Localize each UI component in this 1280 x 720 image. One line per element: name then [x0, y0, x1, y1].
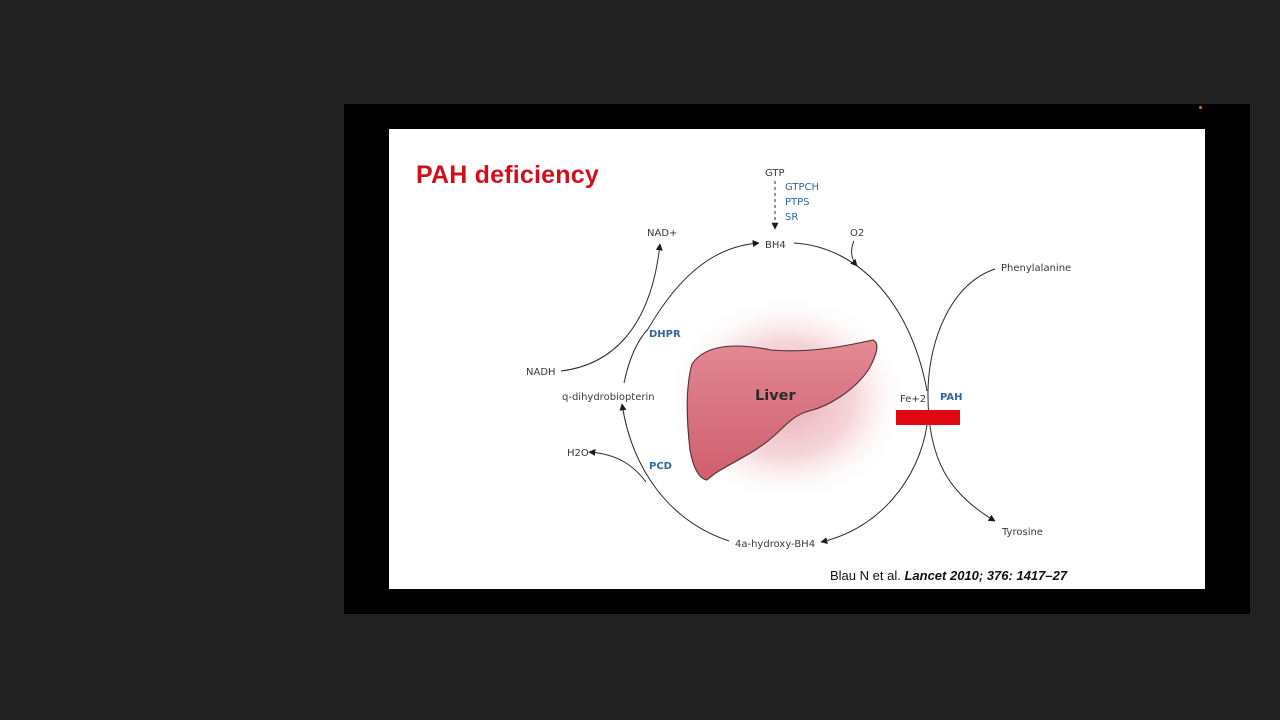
enzyme-dhpr: DHPR [649, 329, 681, 340]
label-nadh: NADH [526, 367, 556, 378]
liver-shape [686, 339, 878, 481]
arc-bh4-to-pah [793, 242, 928, 392]
label-4a-hydroxy-bh4: 4a-hydroxy-BH4 [735, 539, 815, 550]
arc-to-bh4 [647, 239, 760, 330]
label-o2: O2 [850, 228, 864, 239]
enzyme-pah: PAH [940, 392, 963, 403]
citation-reference: Lancet 2010; 376: 1417–27 [904, 568, 1068, 583]
arc-pah-to-hydroxy-bh4 [820, 424, 928, 545]
label-q-dihydrobiopterin: q-dihydrobiopterin [562, 392, 655, 403]
enzyme-pcd: PCD [649, 461, 672, 472]
enzyme-gtpch: GTPCH [785, 182, 819, 193]
enzyme-sr: SR [785, 212, 798, 223]
bh4-cycle-diagram: GTP BH4 NAD+ NADH O2 Phenylalanine Tyros… [526, 168, 1071, 550]
arc-q-dihydro-up [623, 328, 649, 384]
citation-authors: Blau N et al. [830, 568, 901, 583]
citation: Blau N et al. Lancet 2010; 376: 1417–27 [830, 568, 1067, 583]
label-gtp: GTP [765, 168, 785, 179]
label-h2o: H2O [567, 448, 589, 459]
presentation-screen: PAH deficiency [344, 104, 1250, 614]
slide-title: PAH deficiency [416, 161, 599, 189]
slide: PAH deficiency [389, 129, 1205, 589]
arrow-h2o [588, 448, 647, 483]
pah-block-bar [896, 410, 960, 425]
recording-indicator-dot [1199, 106, 1202, 109]
label-fe: Fe+2 [900, 394, 926, 405]
label-tyrosine: Tyrosine [1001, 527, 1043, 538]
arc-hydroxy-bh4-to-q-dihydro [619, 403, 730, 542]
label-liver: Liver [755, 388, 796, 404]
label-nad-plus: NAD+ [647, 228, 677, 239]
label-bh4: BH4 [765, 240, 786, 251]
label-phenylalanine: Phenylalanine [1001, 263, 1071, 274]
arrow-phenylalanine-to-tyrosine [927, 268, 996, 522]
arrow-o2 [850, 240, 858, 267]
arrow-nadh-to-nad [560, 243, 663, 372]
enzyme-ptps: PTPS [785, 197, 810, 208]
